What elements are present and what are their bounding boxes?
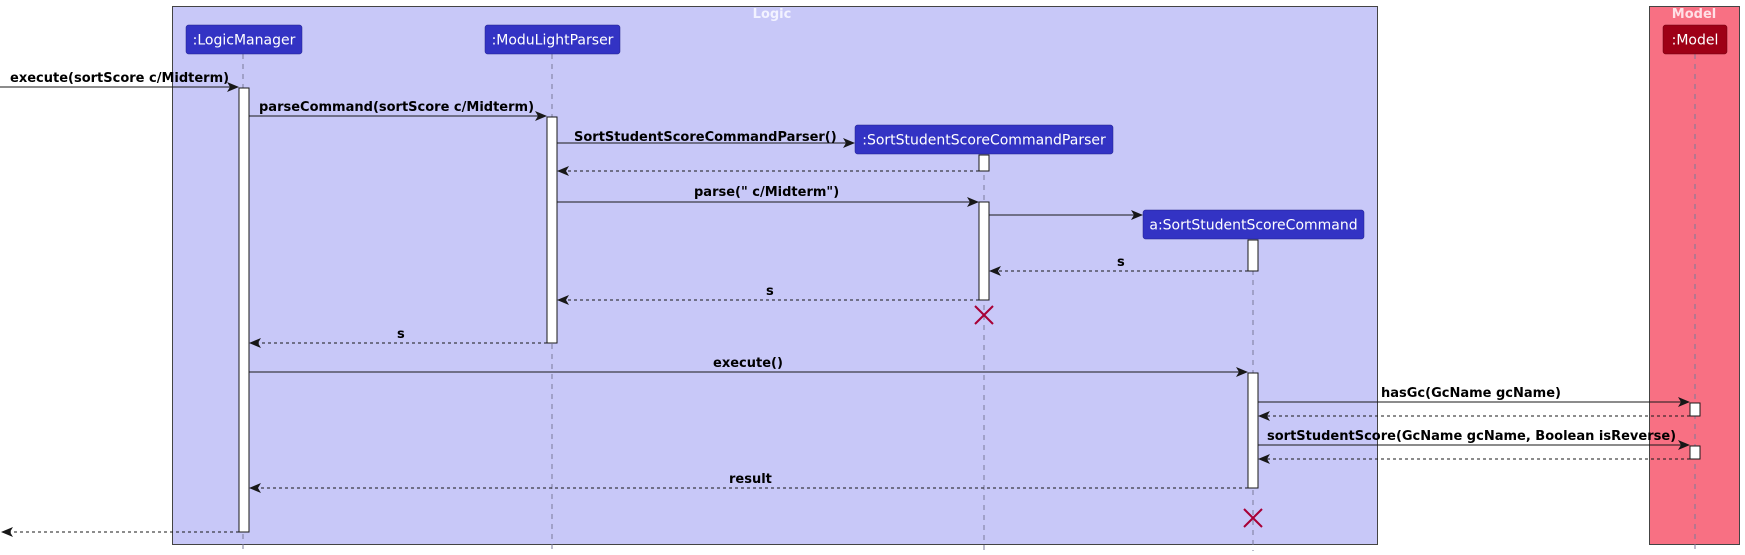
participant-model-label: :Model xyxy=(1672,33,1719,49)
destroy-sort-parser-icon xyxy=(974,305,994,325)
participant-parser: :ModuLightParser xyxy=(484,24,621,55)
message-create-sort-parser-label: SortStudentScoreCommandParser() xyxy=(574,130,837,145)
participant-logic-manager-label: :LogicManager xyxy=(193,33,296,49)
return-s-parser-label: s xyxy=(397,327,405,342)
participant-sort-parser-label: :SortStudentScoreCommandParser xyxy=(862,133,1106,149)
activation-command-execute xyxy=(1247,372,1259,489)
participant-sort-parser: :SortStudentScoreCommandParser xyxy=(854,124,1114,155)
participant-command: a:SortStudentScoreCommand xyxy=(1142,209,1365,240)
activation-logic-manager xyxy=(238,87,250,533)
activation-command-ctor xyxy=(1247,239,1259,272)
message-execute-label: execute(sortScore c/Midterm) xyxy=(10,71,229,86)
activation-bars xyxy=(238,87,1701,533)
participant-parser-label: :ModuLightParser xyxy=(492,33,614,49)
return-s-command-label: s xyxy=(1117,255,1125,270)
activation-model-hasgc xyxy=(1689,402,1701,417)
participant-model: :Model xyxy=(1662,24,1728,55)
participant-logic-manager: :LogicManager xyxy=(185,24,303,55)
messages: execute(sortScore c/Midterm) parseComman… xyxy=(0,71,1690,537)
activation-model-sort xyxy=(1689,445,1701,460)
logic-group-title: Logic xyxy=(753,7,792,22)
logic-group: Logic xyxy=(172,6,1378,545)
return-result-label: result xyxy=(729,472,772,487)
message-parse-command-label: parseCommand(sortScore c/Midterm) xyxy=(259,100,534,115)
model-group-title: Model xyxy=(1672,7,1716,22)
message-execute-command-label: execute() xyxy=(713,356,783,371)
message-hasgc-label: hasGc(GcName gcName) xyxy=(1381,386,1561,401)
participant-command-label: a:SortStudentScoreCommand xyxy=(1149,218,1357,234)
activation-sort-parser-parse xyxy=(978,201,990,301)
destroy-command-icon xyxy=(1243,508,1263,528)
return-s-sort-parser-label: s xyxy=(766,284,774,299)
activation-parser xyxy=(546,116,558,344)
message-sort-student-score-label: sortStudentScore(GcName gcName, Boolean … xyxy=(1267,429,1676,444)
logic-group-box xyxy=(172,6,1378,545)
activation-sort-parser-ctor xyxy=(978,154,990,172)
message-parse-label: parse(" c/Midterm") xyxy=(694,185,839,200)
